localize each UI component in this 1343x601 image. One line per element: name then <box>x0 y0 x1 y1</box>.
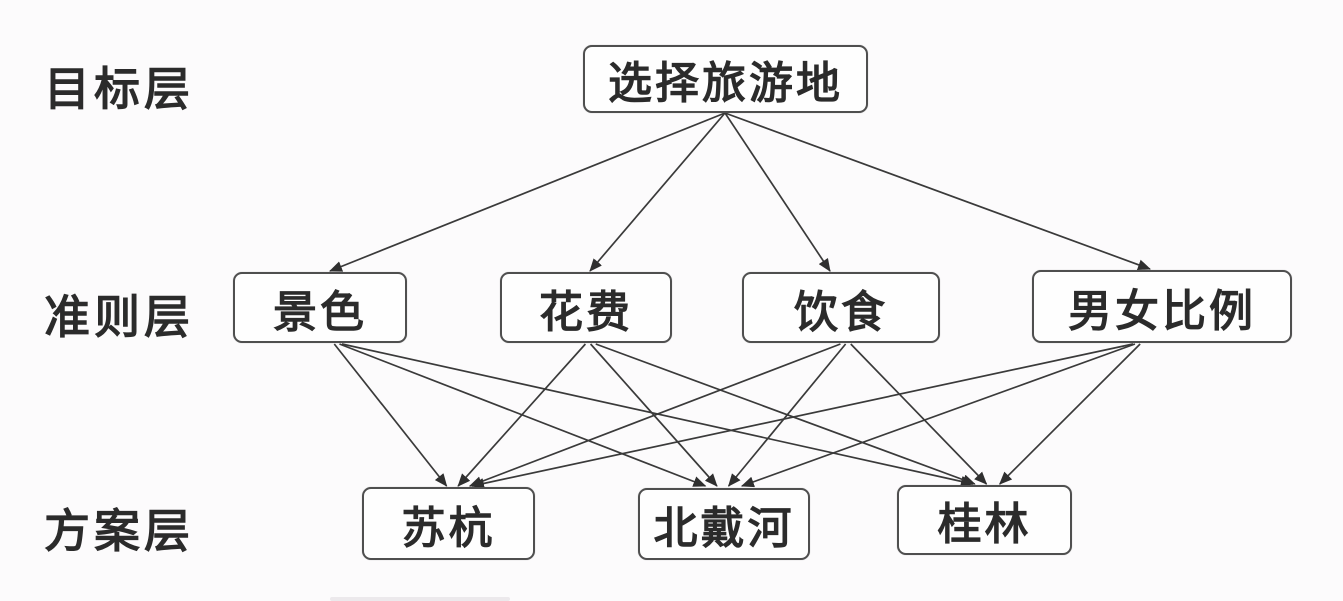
layer-label-alternatives: 方案层 <box>44 504 194 558</box>
edge-jingse-to-suhang <box>333 343 448 487</box>
node-alternative-beidaihe: 北戴河 <box>638 488 810 560</box>
bottom-cutoff-artifact <box>330 597 510 601</box>
edge-yinshi-to-suhang <box>468 343 841 487</box>
edge-goal-to-jingse <box>329 112 726 272</box>
layer-label-goal: 目标层 <box>44 62 194 116</box>
node-alternative-guilin: 桂林 <box>897 485 1072 555</box>
edge-jingse-to-beidaihe <box>339 343 707 487</box>
edge-nannu-to-suhang <box>471 343 1134 489</box>
edge-goal-to-nannu <box>724 112 1151 271</box>
edge-huafei-to-beidaihe <box>589 343 718 487</box>
node-criteria-gender-ratio: 男女比例 <box>1032 270 1292 343</box>
edge-huafei-to-guilin <box>595 343 976 486</box>
node-criteria-scenery: 景色 <box>233 272 407 343</box>
edge-yinshi-to-guilin <box>850 343 988 485</box>
edge-goal-to-yinshi <box>724 112 831 272</box>
node-criteria-food: 饮食 <box>742 272 940 343</box>
edge-nannu-to-guilin <box>999 343 1141 485</box>
edge-huafei-to-suhang <box>457 343 587 487</box>
layer-label-criteria: 准则层 <box>44 290 194 344</box>
edge-yinshi-to-beidaihe <box>727 343 847 487</box>
edge-goal-to-huafei <box>589 112 726 272</box>
edge-jingse-to-guilin <box>341 343 974 487</box>
node-alternative-suhang: 苏杭 <box>362 487 535 560</box>
edge-nannu-to-beidaihe <box>740 343 1136 488</box>
node-goal: 选择旅游地 <box>583 45 868 113</box>
node-criteria-cost: 花费 <box>500 272 672 343</box>
